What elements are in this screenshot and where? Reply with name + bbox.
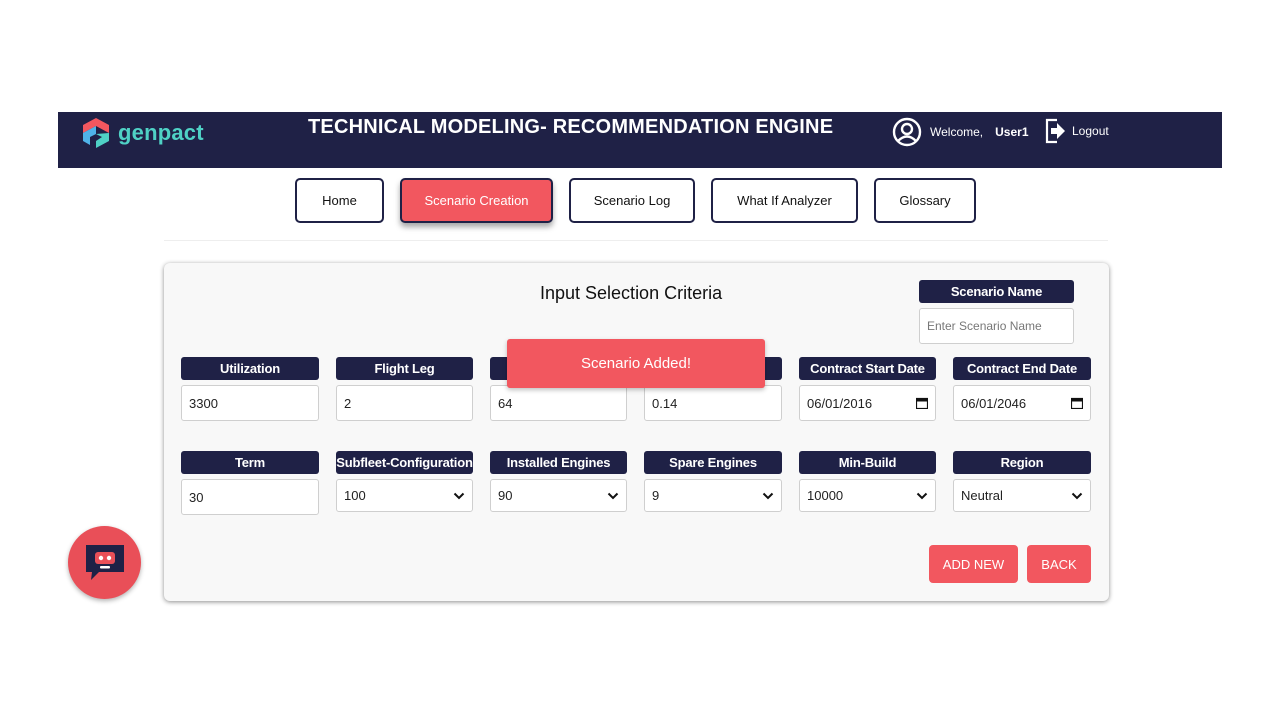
genpact-logo[interactable]: genpact xyxy=(82,115,204,151)
top-bar: genpact TECHNICAL MODELING- RECOMMENDATI… xyxy=(58,112,1222,168)
genpact-logo-icon xyxy=(83,118,109,148)
nav-what-if-analyzer[interactable]: What If Analyzer xyxy=(711,178,858,223)
subfleet-configuration-label: Subfleet-Configuration xyxy=(336,451,473,474)
field-4-value: 0.14 xyxy=(652,395,678,411)
username: User1 xyxy=(995,125,1029,139)
nav-glossary[interactable]: Glossary xyxy=(874,178,976,223)
contract-start-date-value: 06/01/2016 xyxy=(807,395,873,411)
panel-title: Input Selection Criteria xyxy=(540,283,723,303)
contract-start-date-label: Contract Start Date xyxy=(799,357,936,380)
field-3-value: 64 xyxy=(498,395,513,411)
chevron-down-icon xyxy=(1071,492,1083,499)
installed-engines-value: 90 xyxy=(498,488,513,503)
subfleet-configuration-select[interactable]: 100 xyxy=(336,479,473,512)
chevron-down-icon xyxy=(762,492,774,499)
contract-start-date-input[interactable]: 06/01/2016 xyxy=(799,385,936,421)
calendar-icon[interactable] xyxy=(916,397,928,409)
scenario-added-toast: Scenario Added! xyxy=(507,339,765,388)
chevron-down-icon xyxy=(453,492,465,499)
welcome-label: Welcome, xyxy=(930,125,984,139)
spare-engines-value: 9 xyxy=(652,488,660,503)
chevron-down-icon xyxy=(916,492,928,499)
utilization-value: 3300 xyxy=(189,395,218,411)
nav-divider xyxy=(164,240,1108,241)
min-build-value: 10000 xyxy=(807,488,844,503)
term-input[interactable]: 30 xyxy=(181,479,319,515)
flight-leg-input[interactable]: 2 xyxy=(336,385,473,421)
region-select[interactable]: Neutral xyxy=(953,479,1091,512)
contract-end-date-input[interactable]: 06/01/2046 xyxy=(953,385,1091,421)
nav-scenario-creation[interactable]: Scenario Creation xyxy=(400,178,553,223)
min-build-select[interactable]: 10000 xyxy=(799,479,936,512)
flight-leg-value: 2 xyxy=(344,395,352,411)
region-value: Neutral xyxy=(961,488,1003,503)
min-build-label: Min-Build xyxy=(799,451,936,474)
utilization-label: Utilization xyxy=(181,357,319,380)
user-area: Welcome, User1 xyxy=(892,117,1029,147)
back-button[interactable]: BACK xyxy=(1027,545,1091,583)
calendar-icon[interactable] xyxy=(1071,397,1083,409)
chatbot-button[interactable] xyxy=(68,526,141,599)
flight-leg-label: Flight Leg xyxy=(336,357,473,380)
nav-home[interactable]: Home xyxy=(295,178,384,223)
scenario-name-placeholder: Enter Scenario Name xyxy=(927,319,1042,333)
field-3-input[interactable]: 64 xyxy=(490,385,627,421)
add-new-button[interactable]: ADD NEW xyxy=(929,545,1018,583)
user-circle-icon xyxy=(892,117,922,147)
term-value: 30 xyxy=(189,489,204,505)
contract-end-date-value: 06/01/2046 xyxy=(961,395,1027,411)
chatbot-icon xyxy=(85,544,124,580)
spare-engines-label: Spare Engines xyxy=(644,451,782,474)
chevron-down-icon xyxy=(607,492,619,499)
app-title: TECHNICAL MODELING- RECOMMENDATION ENGIN… xyxy=(308,116,834,138)
logout-button[interactable]: Logout xyxy=(1044,118,1109,144)
scenario-name-input[interactable]: Enter Scenario Name xyxy=(919,308,1074,344)
subfleet-configuration-value: 100 xyxy=(344,488,366,503)
utilization-input[interactable]: 3300 xyxy=(181,385,319,421)
logout-label: Logout xyxy=(1072,124,1109,138)
logo-text: genpact xyxy=(118,120,204,145)
term-label: Term xyxy=(181,451,319,474)
region-label: Region xyxy=(953,451,1091,474)
scenario-name-label: Scenario Name xyxy=(919,280,1074,303)
installed-engines-label: Installed Engines xyxy=(490,451,627,474)
field-4-input[interactable]: 0.14 xyxy=(644,385,782,421)
contract-end-date-label: Contract End Date xyxy=(953,357,1091,380)
nav-scenario-log[interactable]: Scenario Log xyxy=(569,178,695,223)
spare-engines-select[interactable]: 9 xyxy=(644,479,782,512)
installed-engines-select[interactable]: 90 xyxy=(490,479,627,512)
logout-icon xyxy=(1045,118,1065,144)
